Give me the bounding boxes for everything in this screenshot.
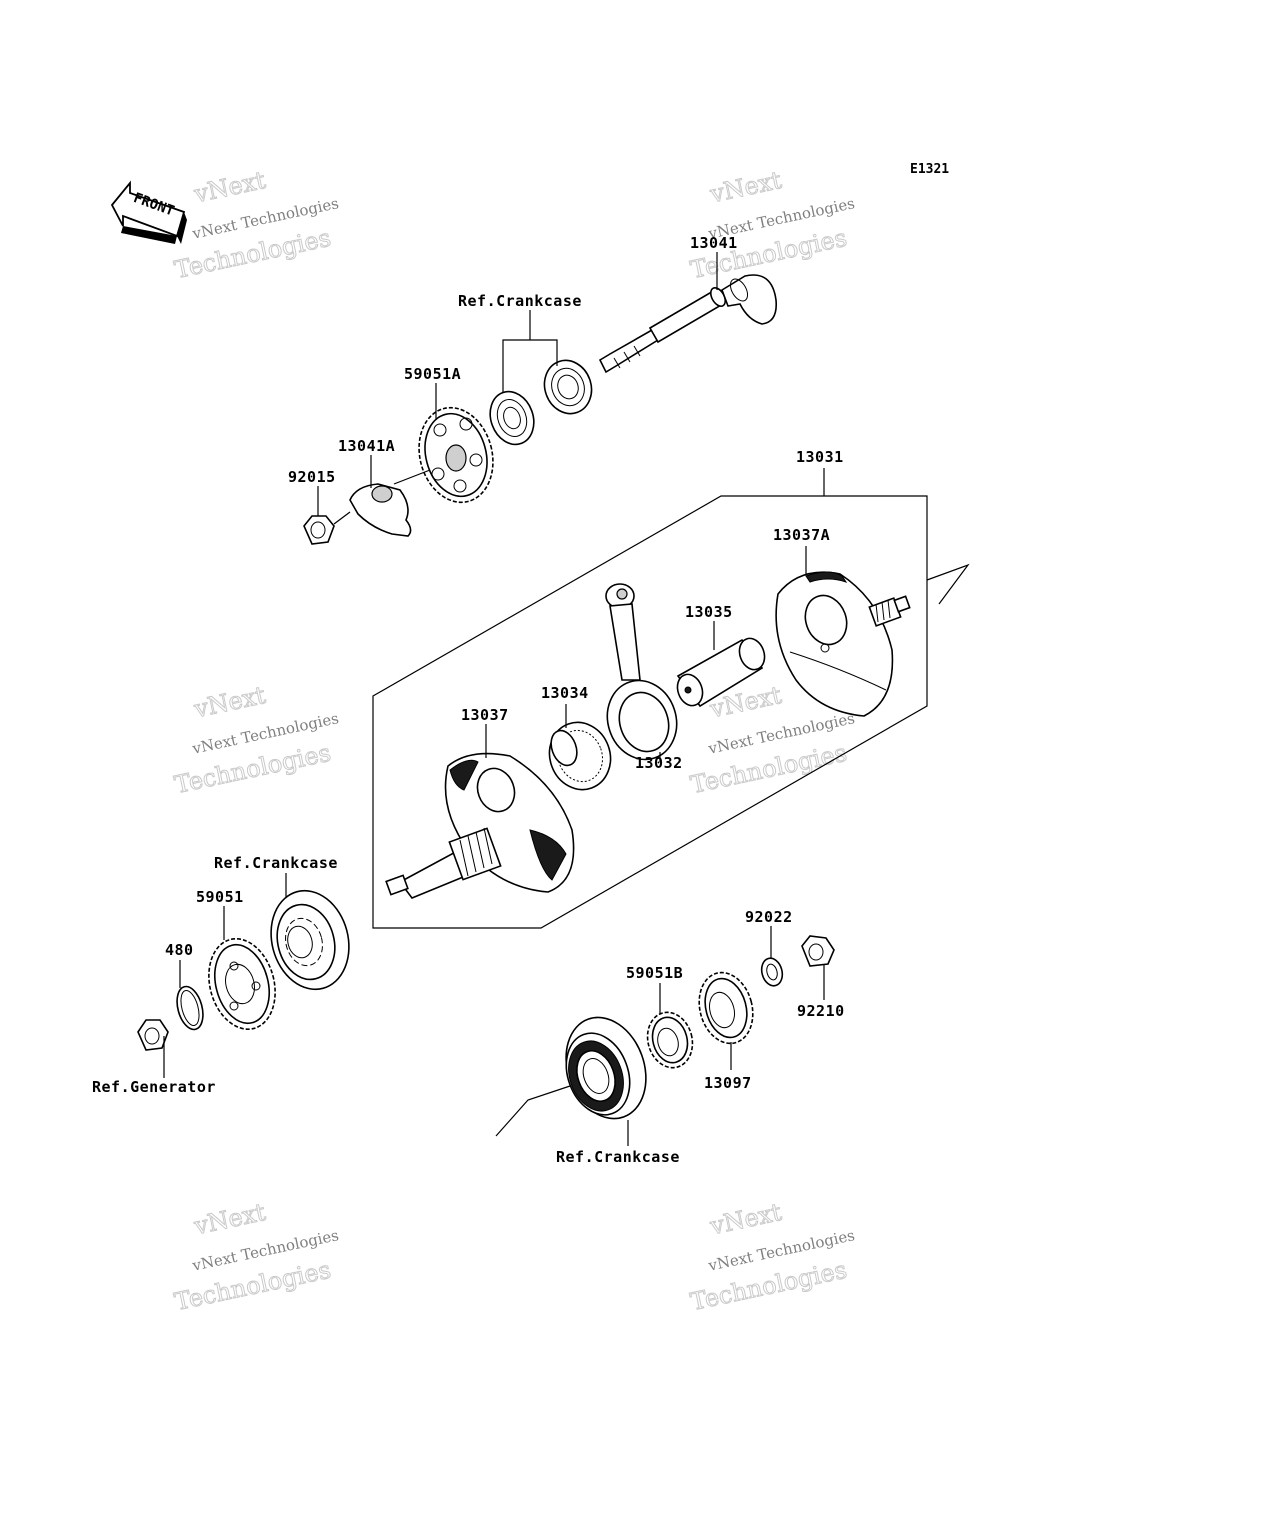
- needle-bearing-13034: [548, 721, 612, 791]
- connecting-rod-13032: [605, 583, 678, 761]
- crank-web-13037: [385, 752, 575, 899]
- callout-92022: 92022: [745, 908, 793, 926]
- callout-ref-crankcase-top: Ref.Crankcase: [458, 292, 582, 310]
- watermark: vNext vNext Technologies Technologies: [688, 1197, 857, 1316]
- callout-59051A: 59051A: [404, 365, 461, 383]
- watermark-line3: vNext: [191, 166, 269, 209]
- gear-59051: [208, 938, 276, 1030]
- nut-92210: [801, 935, 835, 967]
- callout-ref-crankcase-left: Ref.Crankcase: [214, 854, 338, 872]
- gear-59051B: [646, 1011, 694, 1069]
- callout-480: 480: [165, 941, 194, 959]
- balancer-weight-13041A: [349, 469, 431, 537]
- watermark-line3: vNext: [191, 1198, 269, 1241]
- crank-web-13037A: [775, 571, 911, 717]
- watermark-line3: vNext: [707, 166, 785, 209]
- crankshaft-assembly-frame: [372, 495, 928, 929]
- crank-pin-13035: [676, 637, 766, 708]
- washer-92022: [760, 957, 784, 987]
- callout-13041A: 13041A: [338, 437, 395, 455]
- callout-13097: 13097: [704, 1074, 752, 1092]
- callout-13032: 13032: [635, 754, 683, 772]
- circlip-480: [176, 985, 204, 1031]
- watermark-line3: vNext: [191, 681, 269, 724]
- gear-13097: [698, 971, 754, 1045]
- watermark-line3: vNext: [707, 1198, 785, 1241]
- callout-13041: 13041: [690, 234, 738, 252]
- main-bearing-left: [270, 889, 350, 991]
- callout-59051: 59051: [196, 888, 244, 906]
- callout-92015: 92015: [288, 468, 336, 486]
- callout-13037: 13037: [461, 706, 509, 724]
- nut-generator: [137, 1019, 169, 1051]
- callout-13037A: 13037A: [773, 526, 830, 544]
- callout-59051B: 59051B: [626, 964, 683, 982]
- watermark-group: vNext vNext Technologies Technologies vN…: [172, 165, 857, 1316]
- callout-ref-generator: Ref.Generator: [92, 1078, 216, 1096]
- main-bearing-bottom: [495, 1016, 647, 1137]
- front-arrow-icon: FRONT: [110, 180, 187, 244]
- callout-13034: 13034: [541, 684, 589, 702]
- balancer-shaft-13041: [598, 274, 778, 374]
- nut-92015: [303, 511, 351, 545]
- watermark: vNext vNext Technologies Technologies: [688, 165, 857, 284]
- bearing-top-right: [543, 359, 593, 415]
- crank-shaft-stub: [868, 595, 911, 627]
- diagram-code: E1321: [910, 162, 949, 177]
- callout-92210: 92210: [797, 1002, 845, 1020]
- callout-13031: 13031: [796, 448, 844, 466]
- callout-13035: 13035: [685, 603, 733, 621]
- gear-59051A: [418, 406, 494, 504]
- crank-shaft-main: [385, 827, 502, 899]
- watermark: vNext vNext Technologies Technologies: [172, 1197, 341, 1316]
- callout-ref-crankcase-bottom: Ref.Crankcase: [556, 1148, 680, 1166]
- bearing-top-left: [489, 390, 535, 446]
- watermark: vNext vNext Technologies Technologies: [172, 680, 341, 799]
